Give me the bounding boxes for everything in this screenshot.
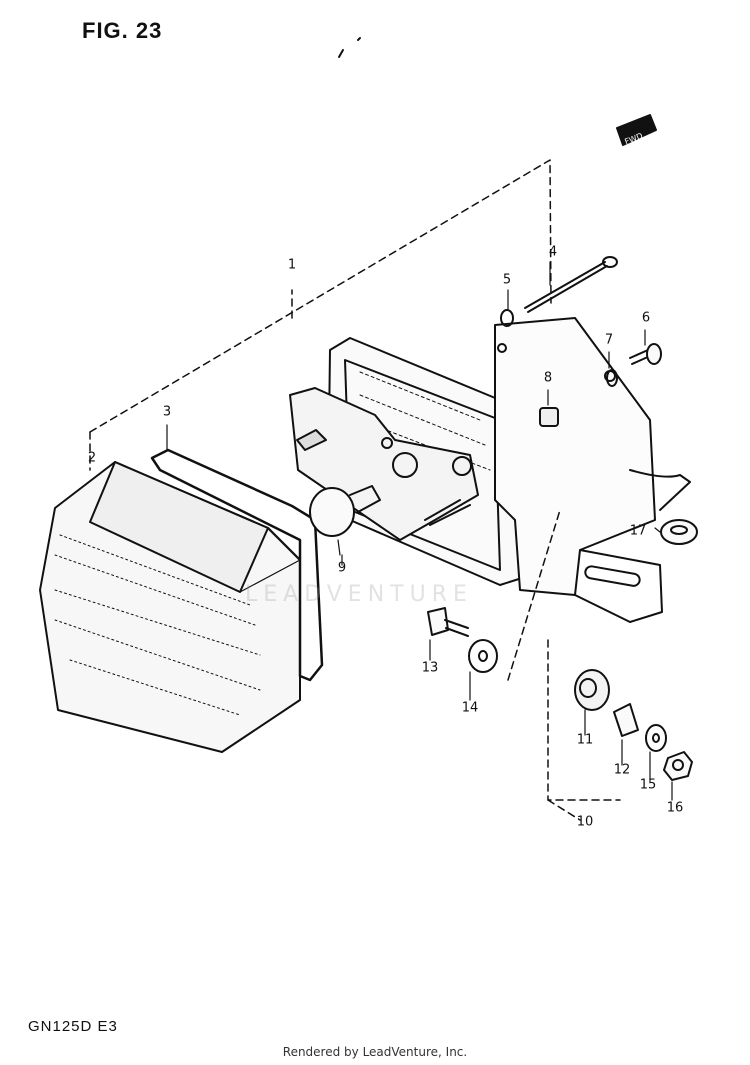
- model-code: GN125D E3: [28, 1018, 118, 1035]
- bolt-13: [427, 607, 469, 637]
- callout-4: 4: [548, 244, 558, 260]
- collar-12: [613, 703, 639, 737]
- watermark: LEADVENTURE: [245, 582, 473, 607]
- callout-17: 17: [629, 523, 647, 539]
- footer-credit: Rendered by LeadVenture, Inc.: [282, 1045, 468, 1059]
- washer-5: [500, 309, 514, 327]
- lens-gasket: [150, 448, 324, 682]
- collar-8: [539, 407, 559, 427]
- washer-15: [645, 724, 667, 752]
- callout-7: 7: [604, 332, 614, 348]
- callout-13: 13: [421, 660, 439, 676]
- screw-6: [629, 343, 662, 365]
- nut-16: [663, 751, 693, 781]
- callout-10: 10: [576, 814, 594, 830]
- callout-leaders: [166, 261, 673, 801]
- mounting-bracket: [494, 317, 691, 623]
- washer-14: [468, 639, 498, 673]
- washer-7: [606, 369, 618, 387]
- callout-6: 6: [641, 310, 651, 326]
- fwd-arrow-icon: FWD: [616, 114, 657, 147]
- callout-2: 2: [87, 450, 97, 466]
- callout-14: 14: [461, 700, 479, 716]
- callout-9: 9: [337, 560, 347, 576]
- dashed-leaders: [507, 509, 621, 821]
- callout-15: 15: [639, 777, 657, 793]
- figure-title: FIG. 23: [82, 18, 163, 43]
- callout-5: 5: [502, 272, 512, 288]
- callout-16: 16: [666, 800, 684, 816]
- callout-11: 11: [576, 732, 594, 748]
- assembly-bracket-1: [89, 159, 552, 471]
- bulb: [309, 485, 381, 556]
- stray-marks: [338, 37, 361, 58]
- callout-1: 1: [287, 257, 297, 273]
- grommet-17: [660, 519, 698, 545]
- callout-3: 3: [162, 404, 172, 420]
- tail-lamp-lens: [39, 461, 301, 753]
- callout-12: 12: [613, 762, 631, 778]
- long-bolt: [524, 256, 618, 313]
- callout-8: 8: [543, 370, 553, 386]
- rubber-cushion-11: [574, 669, 610, 711]
